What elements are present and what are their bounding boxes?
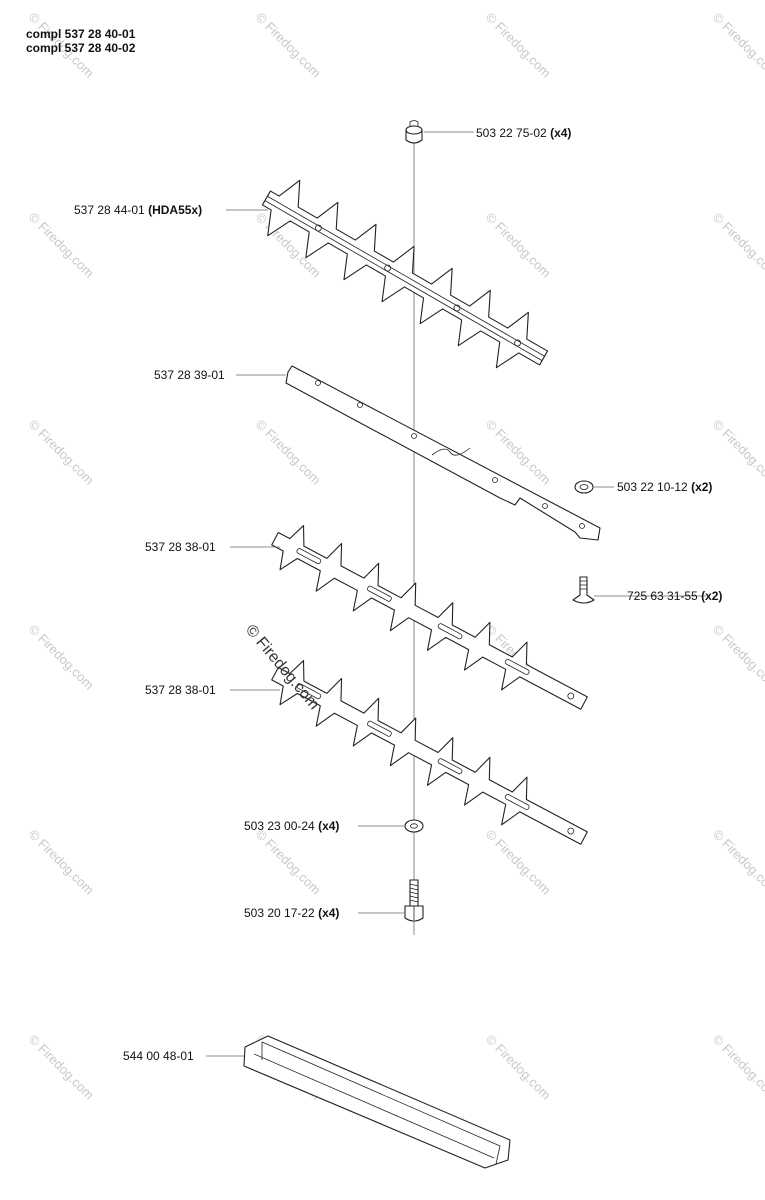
watermark-tile: © Firedog.com — [710, 622, 765, 693]
watermark-tile: © Firedog.com — [483, 827, 554, 898]
watermark-tile: © Firedog.com — [26, 210, 97, 281]
assembly-number-2: compl 537 28 40-02 — [26, 41, 136, 55]
callout-bar: 537 28 39-01 — [154, 368, 225, 382]
watermark-tile: © Firedog.com — [710, 10, 765, 81]
watermark-tile: © Firedog.com — [26, 1032, 97, 1103]
watermark-tile: © Firedog.com — [710, 1032, 765, 1103]
washer — [404, 819, 424, 833]
watermark-tile: © Firedog.com — [483, 210, 554, 281]
watermark-tiles: © Firedog.com © Firedog.com © Firedog.co… — [26, 10, 765, 1103]
blade-guard — [243, 1035, 511, 1169]
watermark-tile: © Firedog.com — [26, 827, 97, 898]
callout-bolt: 503 20 17-22 (x4) — [244, 906, 339, 920]
small-nut — [574, 480, 594, 494]
cutting-blade-1 — [271, 525, 588, 710]
watermark-tile: © Firedog.com — [253, 417, 324, 488]
callout-nut-small: 503 22 10-12 (x2) — [617, 480, 712, 494]
callout-washer: 503 23 00-24 (x4) — [244, 819, 339, 833]
assembly-number-1: compl 537 28 40-01 — [26, 27, 136, 41]
watermark-tile: © Firedog.com — [253, 10, 324, 81]
watermark-tile: © Firedog.com — [483, 1032, 554, 1103]
watermark-tile: © Firedog.com — [483, 10, 554, 81]
callout-blade-top: 537 28 44-01 (HDA55x) — [74, 203, 202, 217]
top-nut — [405, 120, 423, 144]
watermark-tile: © Firedog.com — [26, 622, 97, 693]
watermark-tile: © Firedog.com — [253, 827, 324, 898]
callout-guard: 544 00 48-01 — [123, 1049, 194, 1063]
bolt — [404, 879, 424, 922]
watermark-tile: © Firedog.com — [710, 417, 765, 488]
watermark-tile: © Firedog.com — [710, 827, 765, 898]
callout-blade-1: 537 28 38-01 — [145, 540, 216, 554]
cutting-blade-2 — [271, 660, 588, 845]
callout-nut-top: 503 22 75-02 (x4) — [476, 126, 571, 140]
watermark-tile: © Firedog.com — [26, 417, 97, 488]
watermark-tile: © Firedog.com — [710, 210, 765, 281]
top-blade — [261, 179, 549, 369]
leader-lines — [206, 131, 706, 1057]
callout-blade-2: 537 28 38-01 — [145, 683, 216, 697]
flat-screw — [572, 576, 595, 604]
connecting-bar — [285, 365, 601, 541]
callout-screw: 725 63 31-55 (x2) — [627, 589, 722, 603]
